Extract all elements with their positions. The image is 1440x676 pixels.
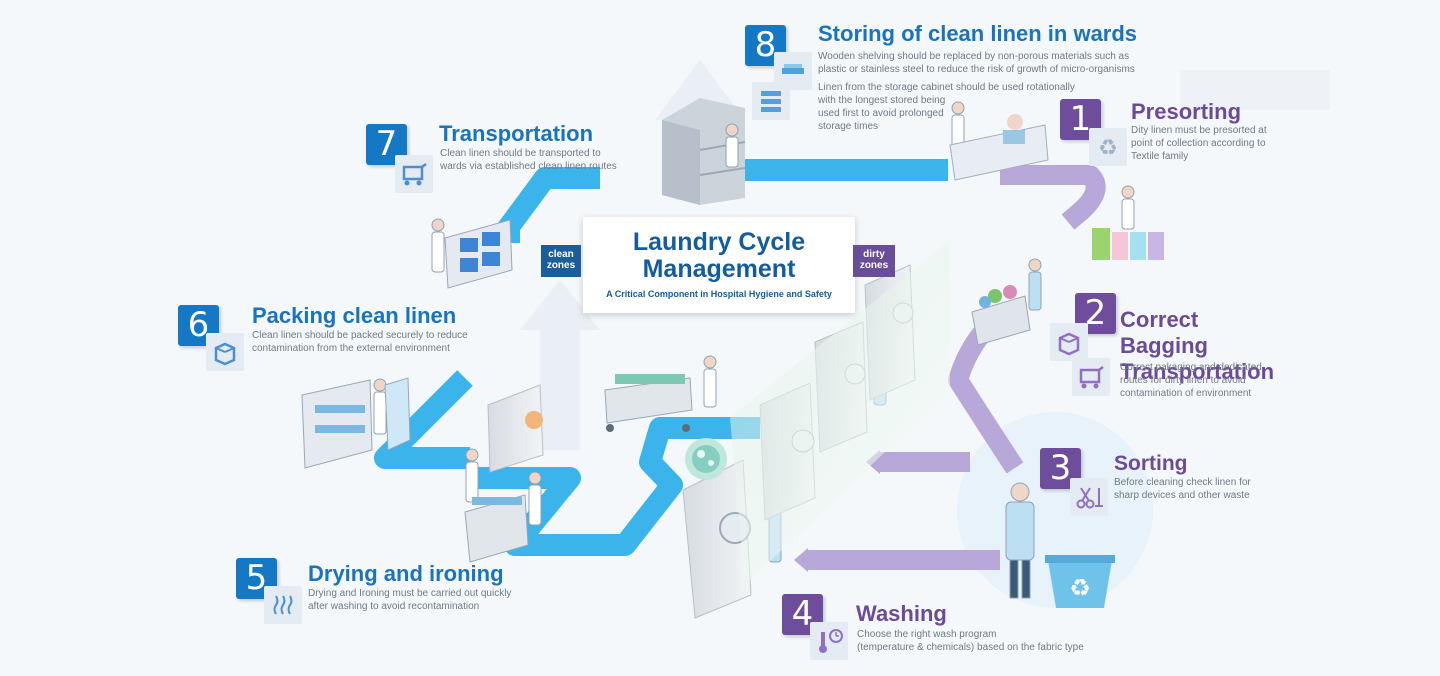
folded-linen-icon <box>774 52 812 90</box>
scissors-icon <box>1070 478 1108 516</box>
step-number: 2 <box>1075 293 1116 334</box>
dirty-zones-label: dirty zones <box>853 245 895 277</box>
step-title: Correct Bagging Transportation <box>1120 307 1275 384</box>
packing-cabinet <box>301 377 411 469</box>
transport-trolley <box>444 219 513 289</box>
diagram-title-box: Laundry Cycle Management A Critical Comp… <box>583 217 855 313</box>
steam-icon <box>264 586 302 624</box>
thermometer-clock-icon <box>810 622 848 660</box>
linen-bins <box>1092 228 1164 260</box>
step-number: 8 <box>745 25 786 66</box>
step-title: Packing clean linen <box>252 303 457 328</box>
step-description: Drying and Ironing must be carried out q… <box>308 588 512 612</box>
step-title: Washing <box>856 601 947 626</box>
cart-icon <box>1072 358 1110 396</box>
step-description: Clean linen should be packed securely to… <box>252 330 468 354</box>
step-number: 3 <box>1040 448 1081 489</box>
microbe-badge <box>685 438 727 480</box>
dirty-trolley <box>971 285 1031 346</box>
step-description: Correct pakaging and dedicated routes fo… <box>1120 362 1262 399</box>
recycle-bin: ♻ <box>1045 555 1115 608</box>
step-number: 4 <box>782 594 823 635</box>
clean-trolley <box>604 374 693 432</box>
step-description: Wooden shelving should be replaced by no… <box>818 51 1135 75</box>
hospital-bed <box>949 114 1049 181</box>
step-title: Drying and ironing <box>308 561 504 586</box>
box-icon <box>1050 323 1088 361</box>
dryer <box>487 384 544 473</box>
step-description: Dity linen must be presorted at point of… <box>1131 125 1267 162</box>
step-description: Clean linen should be transported to war… <box>440 148 617 172</box>
box-icon <box>206 333 244 371</box>
svg-text:♻: ♻ <box>1069 574 1091 602</box>
cart-icon <box>395 155 433 193</box>
step-title: Presorting <box>1131 99 1242 124</box>
svg-text:♻: ♻ <box>1098 136 1118 161</box>
shelf-list-icon <box>752 82 790 120</box>
recycle-icon: ♻ <box>1089 128 1127 166</box>
step-title: Transportation <box>439 121 594 146</box>
step-title: Storing of clean linen in wards <box>818 21 1138 46</box>
washing-machines <box>682 240 950 619</box>
ironing-table <box>464 494 529 563</box>
step-number: 1 <box>1060 99 1101 140</box>
step-description: Before cleaning check linen for sharp de… <box>1114 477 1251 501</box>
glass-partition <box>730 240 950 585</box>
storage-shelf <box>662 98 746 205</box>
step-description: Choose the right wash program (temperatu… <box>857 629 1084 653</box>
clean-linen-path <box>374 159 948 556</box>
diagram-title: Laundry Cycle Management <box>632 228 806 283</box>
step-description-extra: Linen from the storage cabinet should be… <box>818 82 1075 132</box>
step-title: Sorting <box>1114 452 1188 475</box>
diagram-subtitle: A Critical Component in Hospital Hygiene… <box>606 289 832 299</box>
clean-zones-label: clean zones <box>541 245 581 277</box>
